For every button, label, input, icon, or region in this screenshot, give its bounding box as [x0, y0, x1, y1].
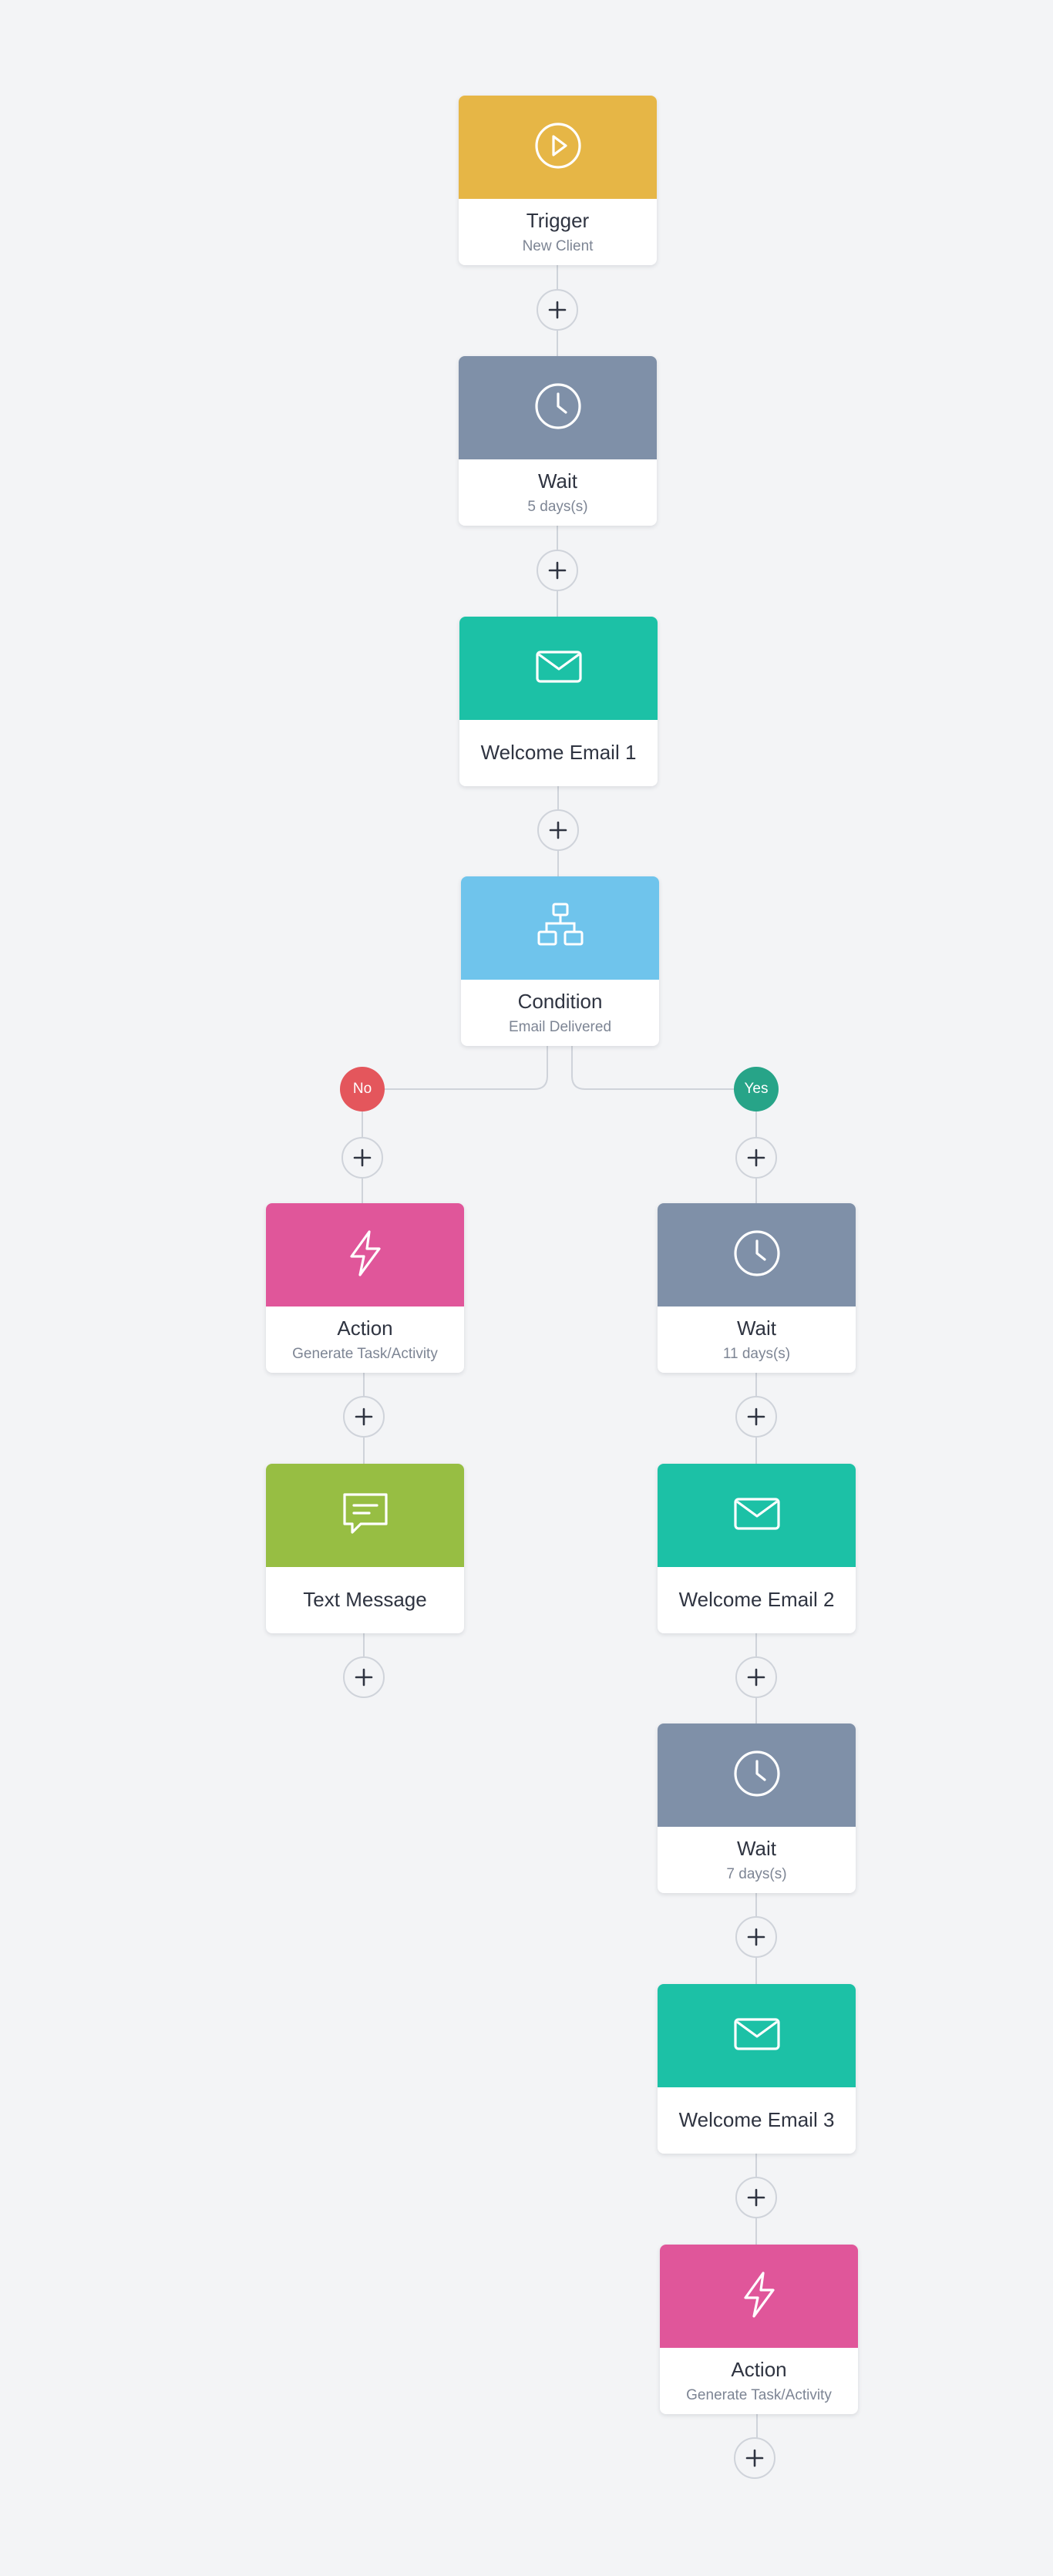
add-step-button[interactable]	[735, 1916, 777, 1958]
branch-no-badge: No	[340, 1067, 385, 1111]
node-body: Text Message	[266, 1567, 464, 1633]
node-header	[266, 1203, 464, 1306]
wait-2-node[interactable]: Wait 11 days(s)	[658, 1203, 856, 1373]
welcome-email-1-node[interactable]: Welcome Email 1	[459, 617, 658, 786]
node-title: Wait	[736, 1836, 777, 1860]
plus-icon	[352, 1148, 372, 1168]
node-body: Welcome Email 2	[658, 1567, 856, 1633]
add-step-button[interactable]	[735, 1396, 777, 1438]
add-step-button[interactable]	[341, 1137, 383, 1179]
add-step-button[interactable]	[537, 809, 579, 851]
plus-icon	[746, 1667, 766, 1687]
add-step-button[interactable]	[537, 550, 578, 591]
node-body: Welcome Email 3	[658, 2087, 856, 2154]
plus-icon	[354, 1667, 374, 1687]
envelope-icon	[732, 2009, 782, 2063]
node-title: Action	[337, 1316, 393, 1340]
add-step-button[interactable]	[734, 2437, 775, 2479]
branch-yes-badge: Yes	[734, 1067, 779, 1111]
welcome-email-3-node[interactable]: Welcome Email 3	[658, 1984, 856, 2154]
node-subtitle: Generate Task/Activity	[292, 1345, 438, 1362]
node-subtitle: 7 days(s)	[726, 1865, 787, 1882]
add-step-button[interactable]	[343, 1656, 385, 1698]
plus-icon	[746, 1148, 766, 1168]
node-title: Wait	[736, 1316, 777, 1340]
node-title: Action	[731, 2357, 787, 2381]
node-title: Welcome Email 3	[678, 2108, 835, 2132]
node-header	[658, 1723, 856, 1827]
node-body: Wait 11 days(s)	[658, 1306, 856, 1373]
node-header	[459, 617, 658, 720]
lightning-icon	[340, 1228, 391, 1283]
add-step-button[interactable]	[735, 1137, 777, 1179]
node-title: Welcome Email 1	[480, 741, 637, 765]
plus-icon	[745, 2448, 765, 2468]
node-body: Wait 5 days(s)	[459, 459, 657, 526]
node-header	[660, 2245, 858, 2348]
connector-line	[362, 1046, 548, 1090]
add-step-button[interactable]	[735, 2177, 777, 2218]
plus-icon	[746, 1927, 766, 1947]
wait-1-node[interactable]: Wait 5 days(s)	[459, 356, 657, 526]
add-step-button[interactable]	[735, 1656, 777, 1698]
node-header	[266, 1464, 464, 1567]
node-subtitle: New Client	[522, 237, 594, 254]
clock-icon	[732, 1748, 782, 1803]
node-title: Wait	[537, 469, 578, 493]
node-header	[459, 356, 657, 459]
node-subtitle: 11 days(s)	[722, 1345, 791, 1362]
node-header	[658, 1203, 856, 1306]
plus-icon	[547, 560, 567, 580]
envelope-icon	[732, 1488, 782, 1543]
clock-icon	[732, 1228, 782, 1283]
node-body: Wait 7 days(s)	[658, 1827, 856, 1893]
wait-3-node[interactable]: Wait 7 days(s)	[658, 1723, 856, 1893]
plus-icon	[548, 820, 568, 840]
play-icon	[533, 120, 584, 175]
node-title: Trigger	[526, 208, 590, 232]
node-subtitle: Email Delivered	[508, 1018, 612, 1035]
node-body: Welcome Email 1	[459, 720, 658, 786]
node-title: Condition	[517, 989, 603, 1013]
plus-icon	[547, 300, 567, 320]
welcome-email-2-node[interactable]: Welcome Email 2	[658, 1464, 856, 1633]
connector-line	[571, 1046, 756, 1090]
chat-icon	[340, 1488, 391, 1543]
add-step-button[interactable]	[537, 289, 578, 331]
lightning-icon	[734, 2269, 785, 2324]
clock-icon	[533, 381, 584, 435]
node-header	[459, 96, 657, 199]
node-header	[461, 876, 659, 980]
plus-icon	[746, 1407, 766, 1427]
node-title: Welcome Email 2	[678, 1588, 835, 1612]
plus-icon	[746, 2188, 766, 2208]
add-step-button[interactable]	[343, 1396, 385, 1438]
sitemap-icon	[535, 901, 586, 956]
node-header	[658, 1984, 856, 2087]
node-title: Text Message	[303, 1588, 427, 1612]
node-subtitle: 5 days(s)	[527, 498, 588, 515]
node-subtitle: Generate Task/Activity	[686, 2386, 832, 2403]
envelope-icon	[533, 641, 584, 696]
text-message-node[interactable]: Text Message	[266, 1464, 464, 1633]
node-header	[658, 1464, 856, 1567]
plus-icon	[354, 1407, 374, 1427]
